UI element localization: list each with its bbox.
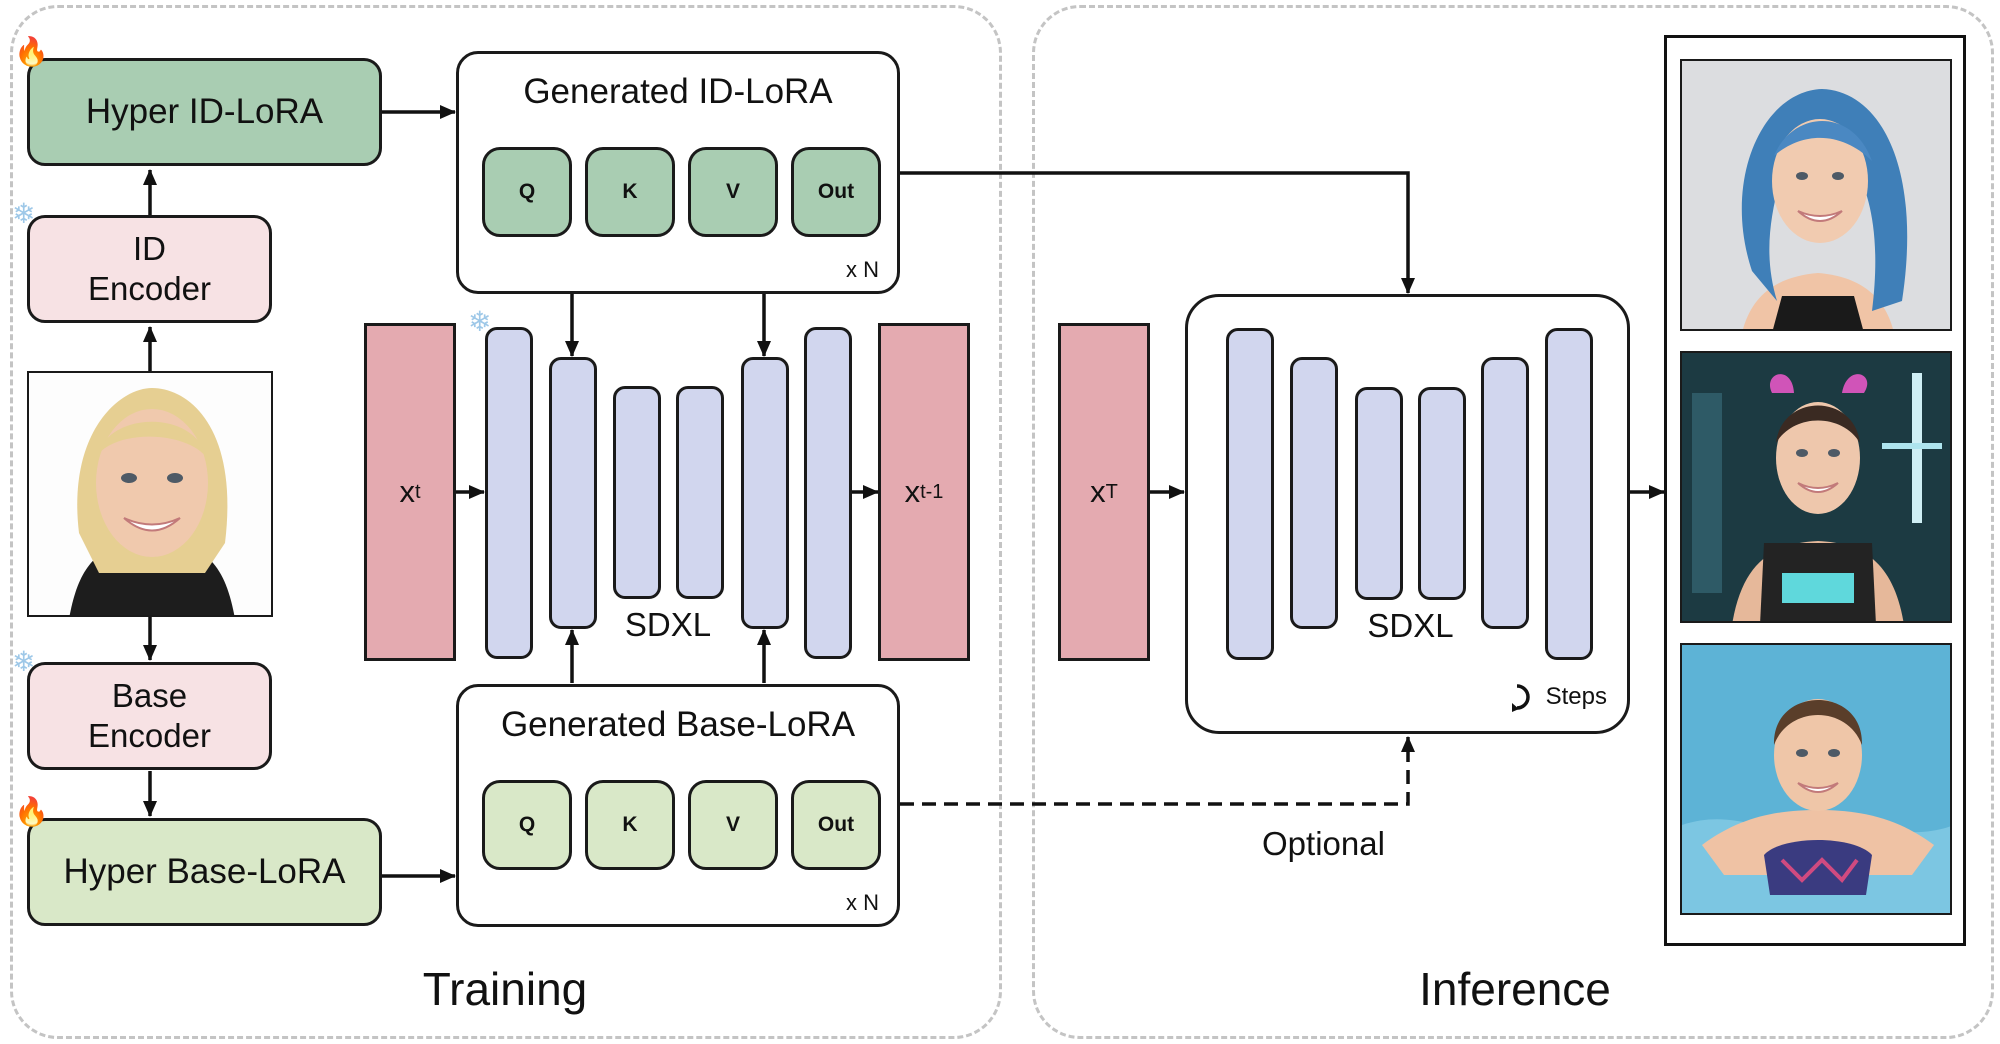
output-images-frame bbox=[1664, 35, 1966, 946]
hyper-base-lora-box[interactable]: Hyper Base-LoRA bbox=[27, 818, 382, 926]
training-section-title: Training bbox=[422, 963, 588, 1015]
latent-xt1-symbol: x bbox=[904, 474, 921, 509]
base-lora-module-k[interactable]: K bbox=[585, 780, 675, 870]
inference-unet-block-6 bbox=[1545, 328, 1593, 660]
output-image-cyberpunk bbox=[1680, 351, 1952, 623]
base-encoder-line2: Encoder bbox=[88, 717, 211, 754]
id-encoder-box[interactable]: ID Encoder bbox=[27, 215, 272, 323]
unet-block-6 bbox=[804, 327, 852, 659]
snowflake-icon: ❄ bbox=[468, 306, 492, 337]
output-image-blue-hair bbox=[1680, 59, 1952, 331]
id-encoder-line1: ID bbox=[133, 230, 166, 268]
training-unet-label: SDXL bbox=[624, 606, 712, 643]
unet-block-2 bbox=[549, 357, 597, 629]
inference-unet-block-2 bbox=[1290, 357, 1338, 629]
id-lora-module-k[interactable]: K bbox=[585, 147, 675, 237]
inference-panel bbox=[1032, 5, 1994, 1039]
hyper-id-lora-box[interactable]: Hyper ID-LoRA bbox=[27, 58, 382, 166]
inference-unet-label: SDXL bbox=[1367, 607, 1454, 644]
generated-base-lora-title: Generated Base-LoRA bbox=[500, 705, 856, 744]
steps-label: Steps bbox=[1545, 683, 1607, 710]
steps-indicator: Steps bbox=[1508, 681, 1607, 713]
optional-label: Optional bbox=[1262, 825, 1385, 862]
arrow-genid-to-inference bbox=[898, 171, 1415, 294]
output-image-pool bbox=[1680, 643, 1952, 915]
base-encoder-line1: Base bbox=[111, 677, 188, 715]
latent-xT-symbol: x bbox=[1090, 474, 1106, 509]
face-photo-illustration bbox=[29, 373, 271, 615]
latent-xt-symbol: x bbox=[399, 474, 415, 509]
latent-xt1-subscript: t-1 bbox=[920, 480, 944, 503]
arrow-genbase-to-inference-optional bbox=[900, 736, 1415, 806]
snowflake-icon: ❄ bbox=[12, 646, 36, 677]
id-lora-module-q[interactable]: Q bbox=[482, 147, 572, 237]
latent-xt-subscript: t bbox=[414, 480, 421, 503]
snowflake-icon: ❄ bbox=[12, 198, 36, 229]
base-lora-module-out[interactable]: Out bbox=[791, 780, 881, 870]
inference-unet-box[interactable]: SDXL Steps bbox=[1185, 294, 1630, 734]
id-lora-module-out[interactable]: Out bbox=[791, 147, 881, 237]
generated-base-lora-box[interactable]: Generated Base-LoRA Q K V Out x N bbox=[456, 684, 900, 927]
id-encoder-line2: Encoder bbox=[88, 270, 211, 307]
fire-icon: 🔥 bbox=[14, 36, 49, 67]
base-lora-repeat-label: x N bbox=[846, 890, 879, 915]
input-face-image bbox=[27, 371, 273, 617]
inference-unet-block-3 bbox=[1355, 387, 1403, 600]
unet-block-5 bbox=[741, 357, 789, 629]
training-panel bbox=[10, 5, 1002, 1039]
hyper-base-lora-label: Hyper Base-LoRA bbox=[63, 852, 346, 891]
fire-icon: 🔥 bbox=[14, 796, 49, 827]
base-lora-module-v[interactable]: V bbox=[688, 780, 778, 870]
base-lora-module-q[interactable]: Q bbox=[482, 780, 572, 870]
unet-block-4 bbox=[676, 386, 724, 599]
latent-xT-subscript: T bbox=[1105, 480, 1118, 503]
generated-id-lora-title: Generated ID-LoRA bbox=[523, 72, 833, 111]
base-encoder-box[interactable]: Base Encoder bbox=[27, 662, 272, 770]
hyper-id-lora-label: Hyper ID-LoRA bbox=[85, 92, 324, 131]
inference-unet-block-4 bbox=[1418, 387, 1466, 600]
generated-id-lora-box[interactable]: Generated ID-LoRA Q K V Out x N bbox=[456, 51, 900, 294]
inference-section-title: Inference bbox=[1419, 963, 1611, 1015]
id-lora-module-v[interactable]: V bbox=[688, 147, 778, 237]
unet-block-1 bbox=[485, 327, 533, 659]
loop-arrow-icon bbox=[1511, 684, 1530, 712]
inference-unet-block-5 bbox=[1481, 357, 1529, 629]
inference-unet-block-1 bbox=[1226, 328, 1274, 660]
id-lora-repeat-label: x N bbox=[846, 257, 879, 282]
unet-block-3 bbox=[613, 386, 661, 599]
